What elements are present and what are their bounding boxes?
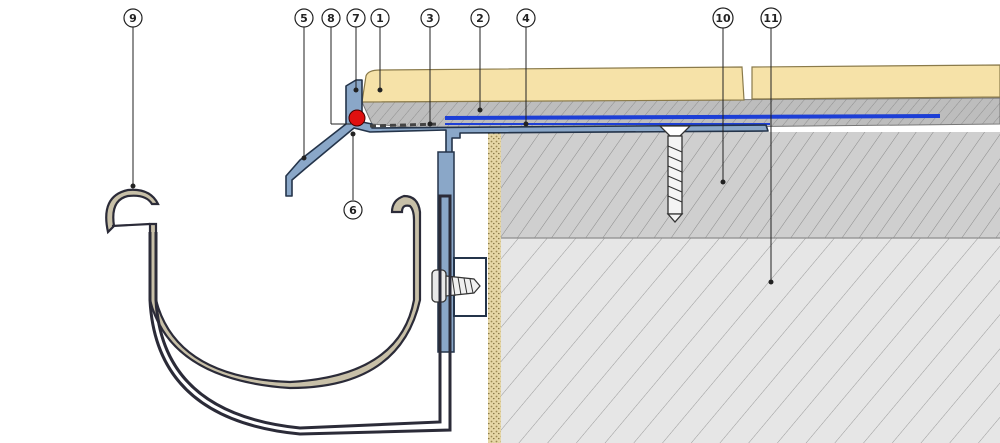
callout-6-label: 6 xyxy=(349,204,357,217)
callout-8: 8 xyxy=(321,8,341,28)
callout-7-label: 7 xyxy=(352,12,360,25)
concrete-hatch xyxy=(500,132,1000,238)
callout-layer xyxy=(130,18,774,285)
callout-11: 11 xyxy=(760,7,782,29)
callout-9-label: 9 xyxy=(129,12,137,25)
callout-1-label: 1 xyxy=(376,12,384,25)
callout-10-label: 10 xyxy=(715,12,731,25)
callout-10: 10 xyxy=(712,7,734,29)
callout-3-label: 3 xyxy=(426,12,434,25)
waterproofing-membrane xyxy=(444,114,941,120)
callout-11-label: 11 xyxy=(763,12,778,25)
callout-9: 9 xyxy=(123,8,143,28)
callout-8-label: 8 xyxy=(327,12,335,25)
callout-7: 7 xyxy=(346,8,366,28)
substrate-hatch xyxy=(500,238,1000,443)
tile-right xyxy=(751,64,1000,100)
sealing-cord xyxy=(348,109,366,127)
callout-2-label: 2 xyxy=(476,12,484,25)
tile-left xyxy=(361,66,745,103)
callout-5: 5 xyxy=(294,8,314,28)
dowel-anchor xyxy=(658,125,692,223)
callout-4-label: 4 xyxy=(522,12,530,25)
callout-6: 6 xyxy=(343,200,363,220)
callout-1: 1 xyxy=(370,8,390,28)
callout-3: 3 xyxy=(420,8,440,28)
callout-4: 4 xyxy=(516,8,536,28)
callout-5-label: 5 xyxy=(300,12,308,25)
insulation-strip xyxy=(488,132,501,443)
rain-gutter xyxy=(105,188,452,436)
callout-2: 2 xyxy=(470,8,490,28)
